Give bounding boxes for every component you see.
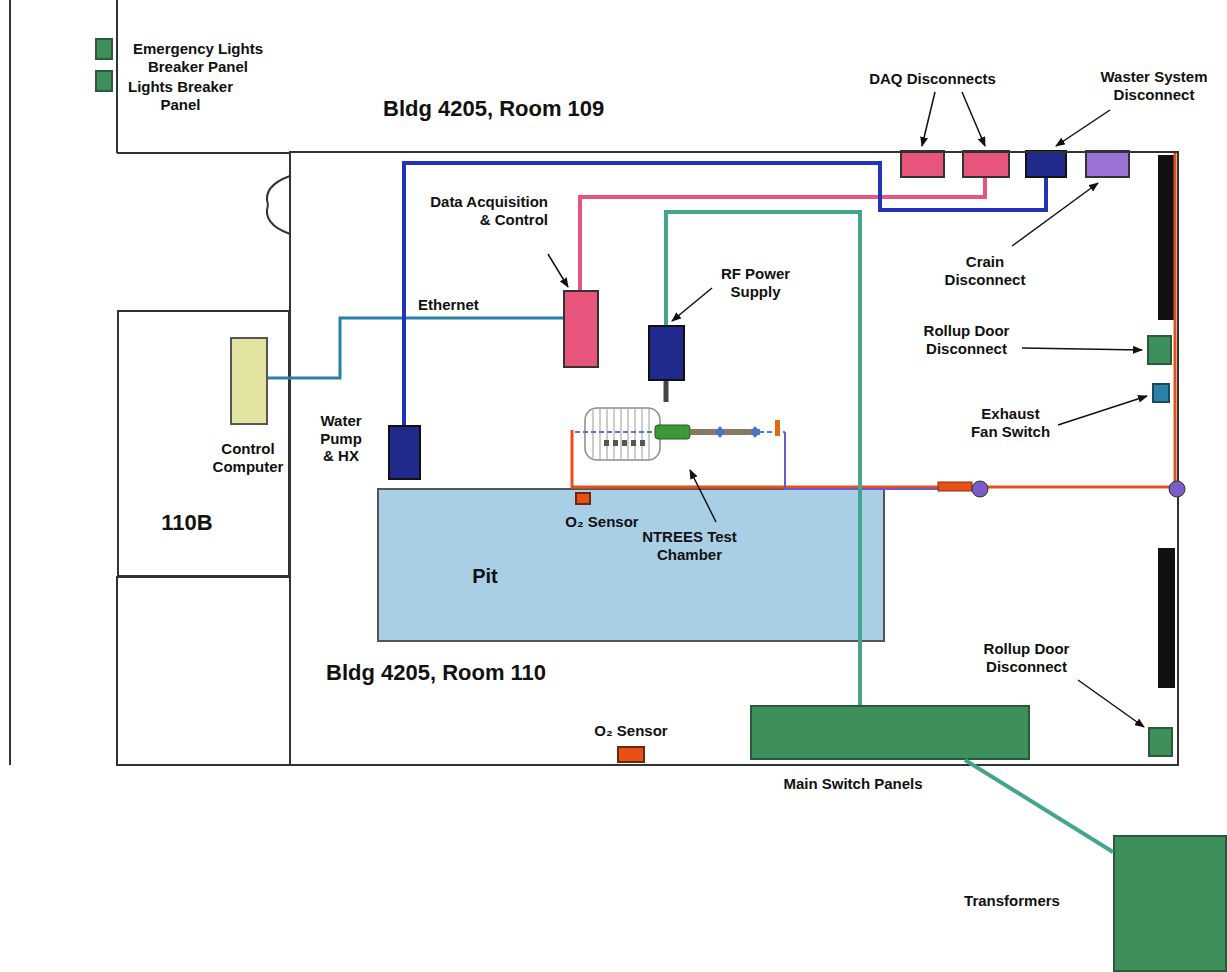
cable-connector	[268, 318, 563, 378]
node-label: Crain Disconnect	[940, 253, 1030, 288]
wire-junction	[938, 482, 972, 491]
disconnect-box	[900, 150, 945, 178]
daq-box: Data Acquisition & Control	[563, 290, 599, 368]
rollup-door	[1158, 548, 1175, 688]
breaker-panel: Lights Breaker Panel	[95, 70, 113, 92]
disconnect-box: Crain Disconnect	[1085, 150, 1130, 178]
cable-connector	[664, 381, 669, 402]
test-chamber-illustration	[575, 408, 785, 460]
breaker-panel: Emergency Lights Breaker Panel	[95, 38, 113, 60]
walls	[10, 0, 1178, 765]
node-label: Control Computer	[207, 440, 289, 475]
node-label: NTREES Test Chamber	[632, 528, 747, 563]
node-label: Waster System Disconnect	[1085, 68, 1223, 103]
node-label: Pit	[445, 565, 525, 589]
node-label: Main Switch Panels	[768, 775, 938, 793]
edge-label: Ethernet	[418, 296, 498, 314]
power-supply-box: RF Power Supply	[648, 325, 685, 381]
chamber-wire	[572, 153, 1175, 487]
sensor-box: O₂ Sensor	[617, 746, 645, 763]
node-label: Data Acquisition & Control	[430, 193, 548, 228]
node-label: RF Power Supply	[708, 265, 803, 300]
node-label: Exhaust Fan Switch	[968, 405, 1053, 440]
node-label: Transformers	[952, 892, 1072, 910]
computer-box: Control Computer	[230, 337, 268, 425]
cable-connector	[965, 760, 1113, 852]
test-chamber: NTREES Test Chamber	[568, 402, 790, 466]
chamber-wire	[785, 432, 972, 489]
rollup-door	[1158, 155, 1175, 320]
node-label: 110B	[137, 510, 237, 536]
node-label: Water Pump & HX	[316, 412, 366, 465]
transformer-box: Transformers	[1113, 835, 1227, 972]
node-label: Rollup Door Disconnect	[918, 322, 1015, 357]
switch-box: Exhaust Fan Switch	[1152, 383, 1170, 403]
disconnect-box: Waster System Disconnect	[1025, 150, 1067, 178]
node-label: Rollup Door Disconnect	[978, 640, 1075, 675]
disconnect-box: Rollup Door Disconnect	[1147, 335, 1172, 365]
switch-panel: Main Switch Panels	[750, 705, 1030, 760]
pit-area: Pit O₂ Sensor	[377, 488, 885, 642]
node-label: Emergency Lights Breaker Panel	[118, 40, 278, 75]
pump-box: Water Pump & HX	[388, 425, 421, 480]
room-box: 110B Control Computer	[117, 310, 290, 577]
node-label: O₂ Sensor	[581, 722, 681, 740]
disconnect-pair: DAQ Disconnects	[900, 150, 1010, 178]
node-label: Lights Breaker Panel	[118, 78, 243, 113]
node-label: O₂ Sensor	[552, 513, 652, 531]
sensor-box: O₂ Sensor	[575, 492, 591, 505]
cable-connector	[404, 163, 1046, 425]
node-label: DAQ Disconnects	[845, 70, 1020, 88]
disconnect-box	[962, 150, 1010, 178]
wire-junction	[972, 481, 988, 497]
room-label: Bldg 4205, Room 110	[326, 660, 626, 686]
wire-junction	[1169, 481, 1185, 497]
disconnect-box: Rollup Door Disconnect	[1148, 727, 1173, 757]
room-label: Bldg 4205, Room 109	[383, 96, 683, 122]
